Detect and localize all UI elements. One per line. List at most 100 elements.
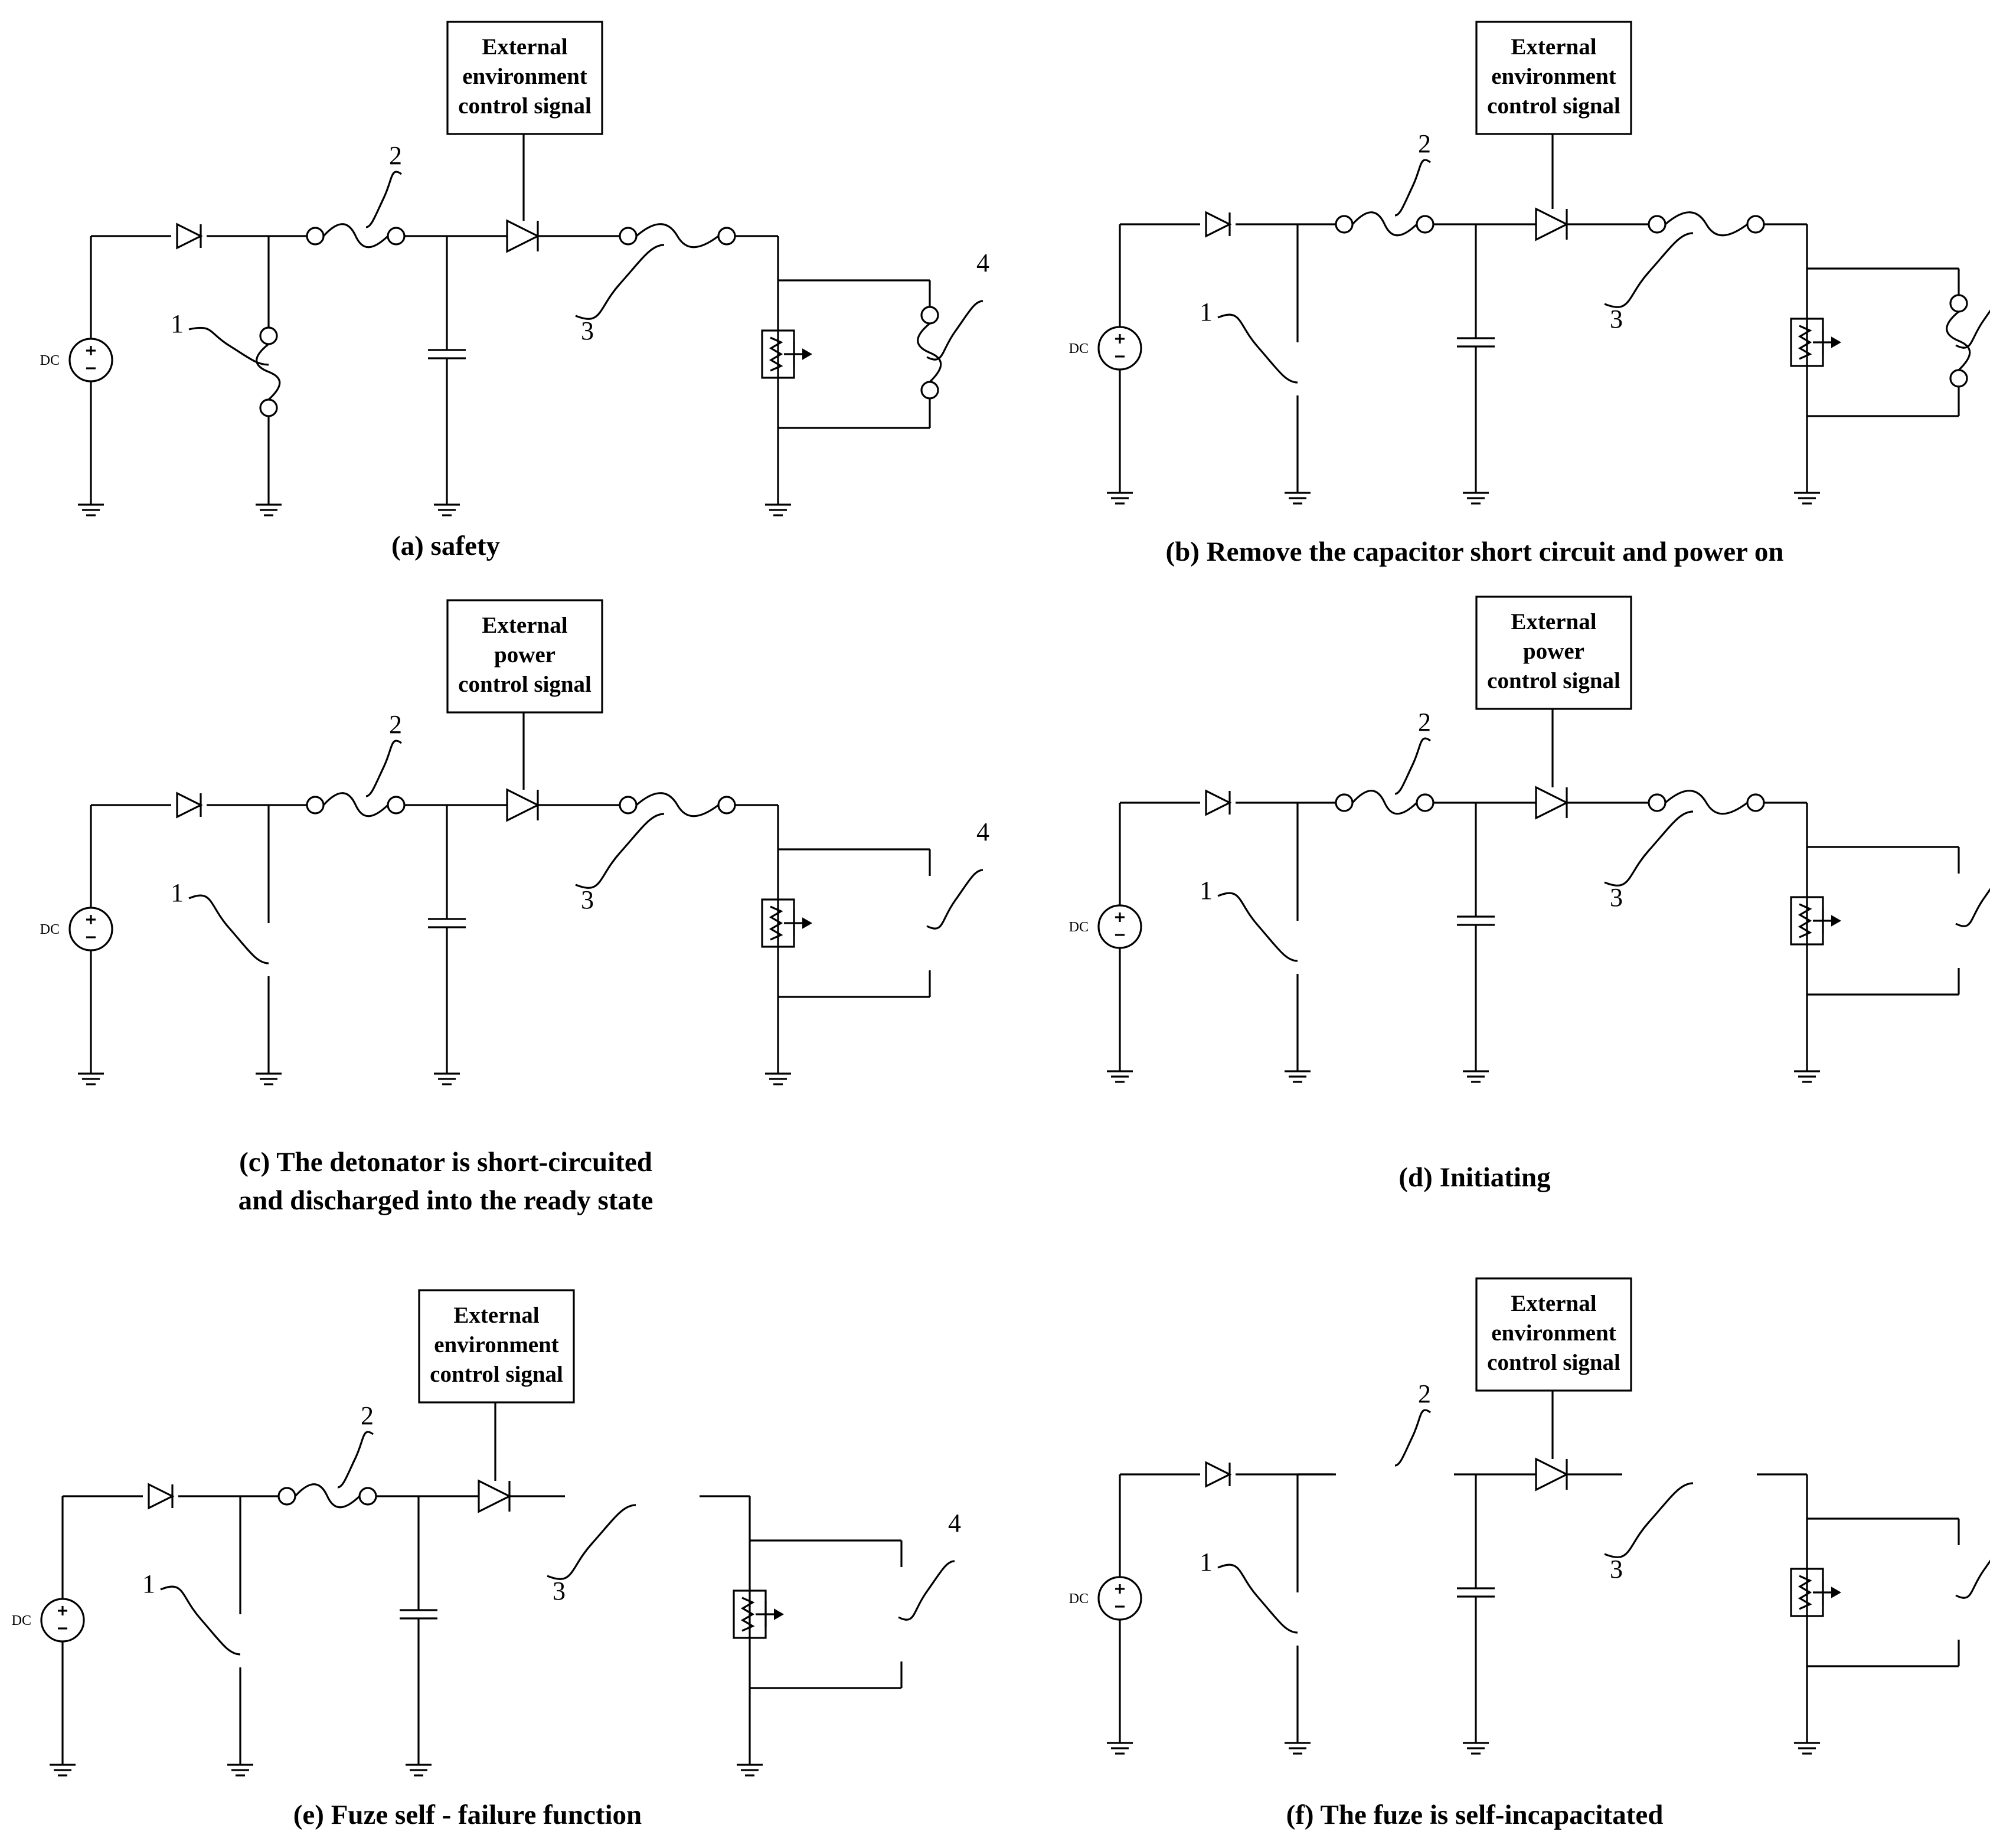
label-1: 1 <box>142 1569 155 1598</box>
capacitor <box>428 349 466 359</box>
capacitor <box>1457 337 1495 348</box>
label-4: 4 <box>976 817 989 846</box>
diode-2 <box>1535 207 1569 241</box>
box-text-line: External <box>1511 1291 1596 1316</box>
leader-2 <box>365 740 402 797</box>
ground-symbol <box>256 1072 282 1085</box>
diode-2 <box>1535 786 1569 820</box>
leader-2 <box>337 1431 374 1489</box>
leader-4 <box>1955 309 1990 349</box>
label-1: 1 <box>1200 876 1213 905</box>
ground-symbol <box>1463 492 1489 505</box>
ground-symbol <box>406 1764 432 1777</box>
label-3: 3 <box>1610 883 1623 912</box>
ground-symbol <box>78 503 104 516</box>
leader-4 <box>926 300 983 361</box>
switch-4 <box>1946 269 1971 416</box>
ground-symbol <box>1107 1742 1133 1755</box>
ground-symbol <box>1794 1742 1820 1755</box>
ground-symbol <box>1107 1070 1133 1083</box>
ground-symbol <box>434 1072 460 1085</box>
detonator-resistor-icon <box>1790 896 1842 946</box>
panel-caption: (a) safety <box>391 531 501 561</box>
diode-2 <box>1535 1457 1569 1492</box>
label-2: 2 <box>389 710 402 739</box>
fuse-3 <box>619 223 736 248</box>
diode-2 <box>506 219 540 253</box>
detonator-resistor-icon <box>733 1589 785 1639</box>
fuse-2 <box>277 1483 377 1509</box>
label-4: 4 <box>948 1509 961 1538</box>
box-text-line: control signal <box>430 1362 563 1387</box>
panel-caption: (d) Initiating <box>1398 1162 1551 1193</box>
box-text-line: External <box>453 1303 539 1328</box>
leader-1 <box>160 1585 241 1656</box>
ground-symbol <box>765 503 791 516</box>
box-text-line: environment <box>1491 64 1616 89</box>
leader-4 <box>898 1560 955 1621</box>
label-4: 4 <box>976 248 989 277</box>
diode-1 <box>1205 211 1232 238</box>
fuse-3 <box>1648 790 1765 815</box>
box-text-line: environment <box>462 64 587 89</box>
ground-symbol <box>1285 1742 1311 1755</box>
ground-symbol <box>1463 1070 1489 1083</box>
ground-symbol <box>78 1072 104 1085</box>
box-text-line: control signal <box>1487 1350 1620 1375</box>
dc-label: DC <box>12 1613 31 1628</box>
dc-source: DC <box>1069 326 1142 371</box>
label-3: 3 <box>1610 305 1623 333</box>
dc-source: DC <box>1069 1576 1142 1621</box>
diode-1 <box>176 223 203 250</box>
panel-caption: (e) Fuze self - failure function <box>293 1800 642 1830</box>
capacitor <box>400 1609 437 1620</box>
label-3: 3 <box>581 316 594 345</box>
switch-1 <box>256 236 281 505</box>
diode-1 <box>1205 1461 1232 1488</box>
dc-source: DC <box>40 907 113 951</box>
diode-1 <box>176 791 203 819</box>
panel-caption: (b) Remove the capacitor short circuit a… <box>1166 537 1784 567</box>
label-3: 3 <box>1610 1555 1623 1584</box>
box-text-line: External <box>482 613 567 638</box>
fuse-2 <box>306 792 406 817</box>
dc-label: DC <box>1069 920 1089 935</box>
ground-symbol <box>1285 1070 1311 1083</box>
dc-label: DC <box>40 922 60 937</box>
leader-2 <box>1394 737 1431 795</box>
box-text-line: External <box>1511 34 1596 60</box>
box-text-line: control signal <box>1487 93 1620 119</box>
label-3: 3 <box>581 885 594 914</box>
diode-1 <box>1205 789 1232 816</box>
diode-1 <box>148 1483 175 1510</box>
ground-symbol <box>50 1764 76 1777</box>
fuse-2 <box>1335 211 1435 237</box>
leader-2 <box>365 171 402 228</box>
leader-1 <box>188 326 269 366</box>
box-text-line: control signal <box>458 672 592 697</box>
leader-3 <box>575 813 665 889</box>
ground-symbol <box>1794 1070 1820 1083</box>
fuse-3 <box>1648 211 1765 237</box>
ground-symbol <box>1285 492 1311 505</box>
ground-symbol <box>434 503 460 516</box>
box-text-line: control signal <box>1487 668 1620 694</box>
leader-3 <box>547 1504 636 1580</box>
label-1: 1 <box>1200 297 1213 326</box>
dc-label: DC <box>40 353 60 368</box>
panel-caption: and discharged into the ready state <box>238 1185 653 1216</box>
box-text-line: power <box>1523 639 1584 664</box>
label-3: 3 <box>553 1576 566 1605</box>
ground-symbol <box>737 1764 763 1777</box>
ground-symbol <box>765 1072 791 1085</box>
detonator-resistor-icon <box>1790 1568 1842 1617</box>
leader-4 <box>926 869 983 930</box>
label-2: 2 <box>1418 708 1431 737</box>
fuse-2 <box>1335 790 1435 815</box>
